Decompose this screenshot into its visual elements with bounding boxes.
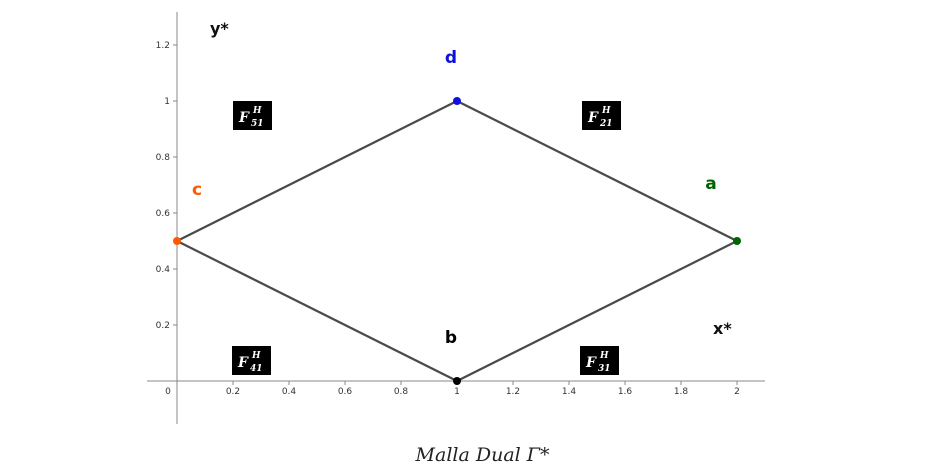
x-tick-label: 2 xyxy=(734,387,740,397)
x-tick-label: 1.6 xyxy=(618,387,633,397)
y-tick-label: 0.4 xyxy=(156,265,171,275)
y-axis-name: y* xyxy=(210,19,229,38)
face-subscript: 31 xyxy=(598,364,611,374)
mesh-points: a b c d xyxy=(173,48,741,385)
x-tick-label: 0.4 xyxy=(282,387,297,397)
y-tick-label: 0.2 xyxy=(156,321,170,331)
mesh-edges xyxy=(176,100,738,382)
face-base: F xyxy=(587,110,599,126)
point-label-c: c xyxy=(192,180,202,200)
face-box xyxy=(233,101,272,130)
dual-mesh-plot: 0 0.2 0.4 0.6 0.8 1 1.2 1.4 1.6 1.8 2 0.2 0.4 0.6 0.8 1… xyxy=(147,12,765,424)
face-box xyxy=(580,346,619,375)
face-box xyxy=(582,101,621,130)
face-superscript: H xyxy=(601,106,611,116)
face-superscript: H xyxy=(251,351,261,361)
point-a xyxy=(733,237,741,245)
x-tick-label: 0.8 xyxy=(394,387,409,397)
point-label-a: a xyxy=(705,174,716,194)
face-base: F xyxy=(238,110,250,126)
x-tick-label: 1.2 xyxy=(506,387,520,397)
face-subscript: 51 xyxy=(251,119,264,129)
x-tick-label: 0 xyxy=(165,387,171,397)
point-label-b: b xyxy=(445,328,457,348)
edge-a-b xyxy=(456,240,738,382)
x-tick-label: 1.8 xyxy=(674,387,689,397)
edge-c-d xyxy=(176,100,458,242)
face-box xyxy=(232,346,271,375)
face-subscript: 41 xyxy=(250,364,263,374)
face-superscript: H xyxy=(599,351,609,361)
point-label-d: d xyxy=(445,48,457,68)
edge-b-c xyxy=(176,240,458,382)
y-tick-label: 0.8 xyxy=(156,153,171,163)
y-tick-label: 1 xyxy=(164,97,170,107)
y-tick-label: 1.2 xyxy=(156,41,170,51)
y-tick-label: 0.6 xyxy=(156,209,171,219)
face-base: F xyxy=(585,355,597,371)
tick-labels: 0 0.2 0.4 0.6 0.8 1 1.2 1.4 1.6 1.8 2 0.2 0.4 0.6 0.8 1… xyxy=(156,19,740,397)
point-b xyxy=(453,377,461,385)
face-superscript: H xyxy=(252,106,262,116)
point-c xyxy=(173,237,181,245)
face-base: F xyxy=(237,355,249,371)
x-tick-label: 1.4 xyxy=(562,387,577,397)
x-tick-label: 1 xyxy=(454,387,460,397)
point-d xyxy=(453,97,461,105)
edge-d-a xyxy=(456,100,738,242)
x-tick-label: 0.6 xyxy=(338,387,353,397)
face-subscript: 21 xyxy=(599,119,613,129)
x-tick-label: 0.2 xyxy=(226,387,240,397)
figure-caption: Malla Dual Γ* xyxy=(415,444,550,466)
x-axis-name: x* xyxy=(713,319,732,338)
